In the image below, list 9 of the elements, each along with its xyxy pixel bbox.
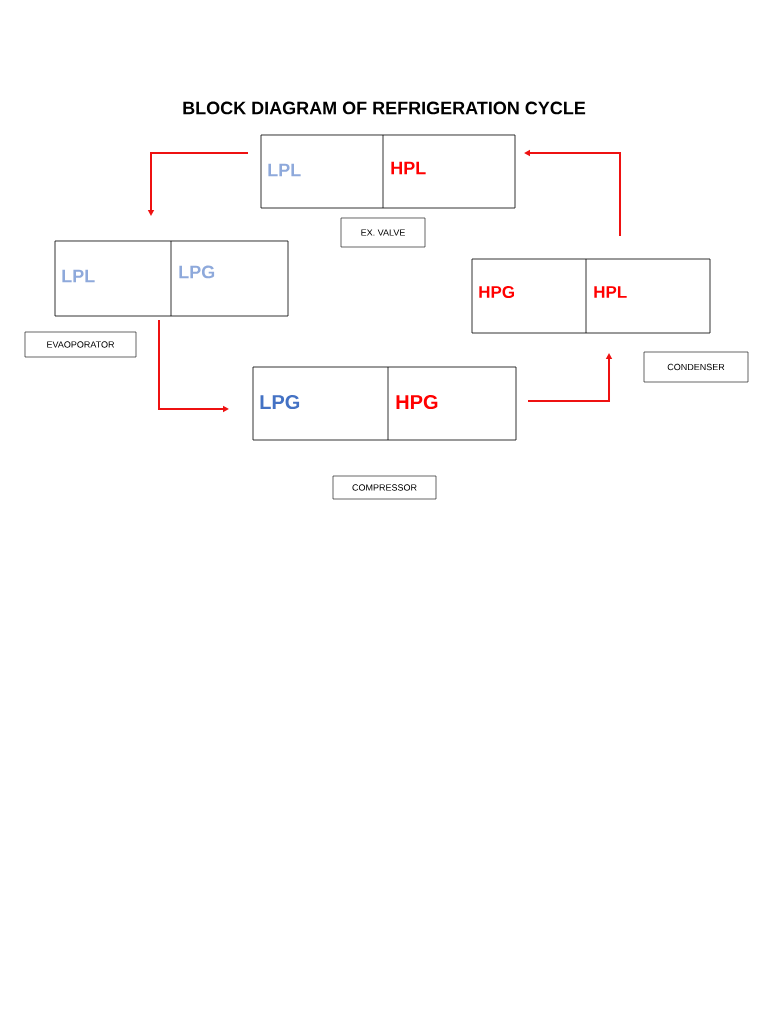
- name-box: EVAOPORATOR: [24, 331, 137, 358]
- component-box: LPG HPG: [252, 366, 517, 441]
- name-box: CONDENSER: [643, 351, 749, 383]
- component-box: HPG HPL: [471, 258, 711, 334]
- name-box: COMPRESSOR: [332, 475, 437, 500]
- component-box: LPL LPG: [54, 240, 289, 317]
- component-box: LPL HPL: [260, 134, 516, 209]
- name-box: EX. VALVE: [340, 217, 426, 248]
- title: BLOCK DIAGRAM OF REFRIGERATION CYCLE: [183, 101, 586, 115]
